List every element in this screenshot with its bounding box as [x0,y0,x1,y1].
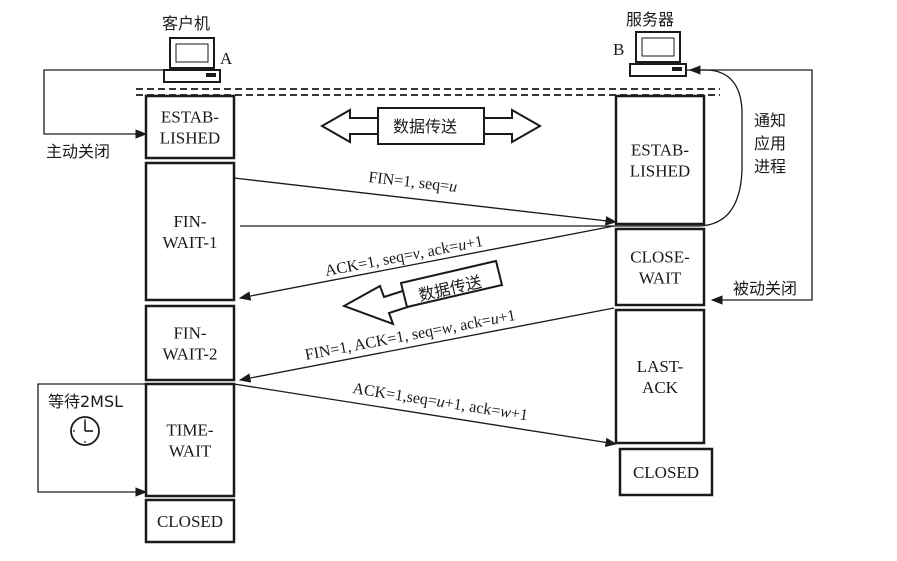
client-state-column: ESTAB-LISHEDFIN-WAIT-1FIN-WAIT-2TIME-WAI… [144,94,236,544]
client-state-label-established: LISHED [160,129,220,148]
client-state-box-closed [144,498,236,544]
client-state-box-established [144,94,236,160]
notify-app-line-1: 通知 [754,111,786,130]
client-state-box-fin-wait-1 [144,161,236,302]
server-state-label-close-wait: CLOSE- [630,248,690,267]
server-state-label-close-wait: WAIT [639,269,682,288]
data-transfer-both-arrow [319,107,543,145]
msg-arrow-fin1 [233,177,618,226]
client-state-label-fin-wait-1: FIN- [173,212,206,231]
passive-close-bracket [686,69,813,305]
data-transfer-both-label: 数据传送 [393,117,457,136]
server-state-label-established: ESTAB- [631,141,689,160]
msg-arrow-ack2 [233,383,618,447]
active-close-bracket [43,69,168,139]
notify-app-line-3: 进程 [754,157,786,176]
server-host-tag: B [613,40,624,59]
server-state-column: ESTAB- LISHED CLOSE- WAIT LAST- ACK CLOSED [614,94,714,497]
client-host-name: 客户机 [162,14,210,33]
server-state-label-last-ack: LAST- [637,357,684,376]
client-state-label-fin-wait-2: FIN- [173,324,206,343]
notify-app-curve [240,65,743,227]
client-state-label-fin-wait-1: WAIT-1 [162,233,217,252]
client-state-label-established: ESTAB- [161,108,219,127]
server-state-box-closed [618,447,714,497]
client-state-label-time-wait: WAIT [169,442,212,461]
server-state-box-last-ack [614,308,706,445]
msg-label-fin2: FIN=1, ACK=1, seq=w, ack=u+1 [304,307,517,364]
client-state-box-time-wait [144,382,236,498]
server-state-label-closed: CLOSED [633,463,699,482]
client-state-label-closed: CLOSED [157,512,223,531]
client-host-tag: A [220,49,233,68]
server-state-label-last-ack: ACK [642,378,679,397]
client-computer-icon [163,37,221,83]
client-state-label-fin-wait-2: WAIT-2 [162,345,217,364]
clock-icon [70,416,100,446]
client-state-label-time-wait: TIME- [166,421,214,440]
server-computer-icon [629,31,687,77]
wait-2msl-bracket [37,383,148,497]
msg-arrow-ack1 [238,225,615,301]
notify-app-line-2: 应用 [754,134,786,153]
wait-2msl-label: 等待2MSL [48,392,123,411]
server-state-box-close-wait [614,227,706,307]
data-transfer-one-arrow [341,259,504,326]
msg-arrow-fin2 [238,307,615,383]
server-state-box-established [614,94,706,226]
msg-label-fin1: FIN=1, seq=u [368,169,459,196]
client-state-box-fin-wait-2 [144,304,236,382]
msg-label-ack2: ACK=1,seq=u+1, ack=w+1 [351,380,529,424]
passive-close-label: 被动关闭 [733,279,797,298]
active-close-label: 主动关闭 [46,142,110,161]
server-state-label-established: LISHED [630,162,690,181]
server-host-name: 服务器 [626,10,674,29]
